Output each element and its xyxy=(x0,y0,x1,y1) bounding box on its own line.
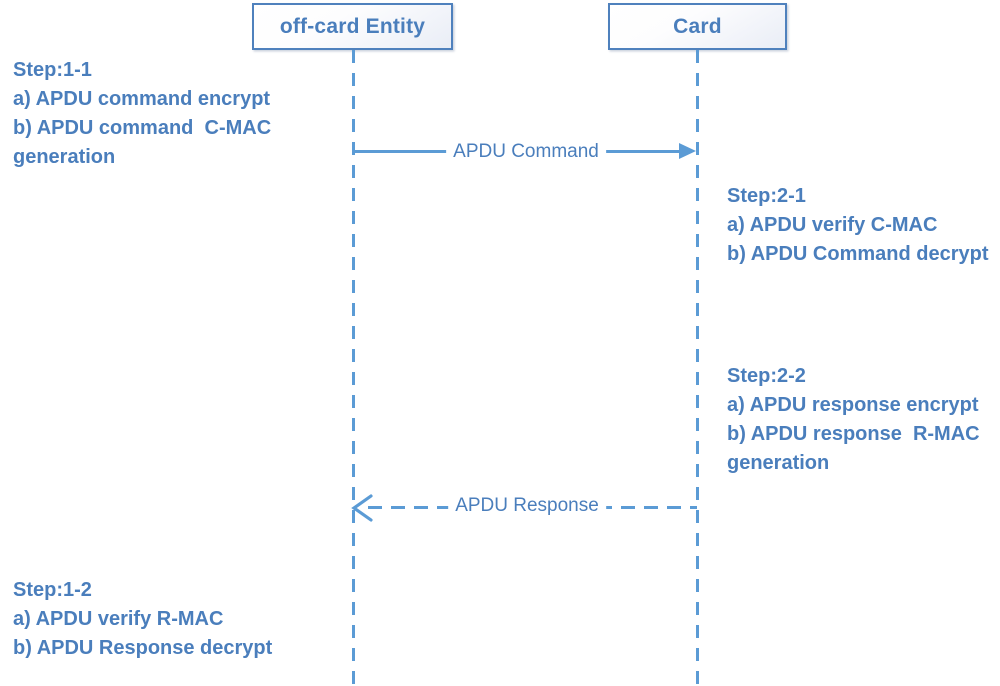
message-label-apdu-response: APDU Response xyxy=(448,494,606,519)
note-line: a) APDU verify R-MAC xyxy=(13,608,224,630)
note-line: generation xyxy=(13,146,116,168)
note-heading: Step:2-1 xyxy=(727,185,806,207)
lifeline-off-card-entity xyxy=(352,50,355,686)
note-step-1-2: Step:1-2 a) APDU verify R-MAC b) APDU Re… xyxy=(13,576,272,663)
actor-label-card: Card xyxy=(673,14,722,38)
note-heading: Step:2-2 xyxy=(727,365,806,387)
note-step-2-2: Step:2-2 a) APDU response encrypt b) APD… xyxy=(727,362,980,478)
note-heading: Step:1-2 xyxy=(13,579,92,601)
actor-box-card: Card xyxy=(608,3,787,50)
note-line: b) APDU Command decrypt xyxy=(727,243,989,265)
actor-label-off-card-entity: off-card Entity xyxy=(279,14,426,38)
note-line: b) APDU response R-MAC xyxy=(727,423,980,445)
note-line: a) APDU verify C-MAC xyxy=(727,214,938,236)
lifeline-card xyxy=(696,50,699,686)
actor-box-off-card-entity: off-card Entity xyxy=(252,3,453,50)
message-label-apdu-command: APDU Command xyxy=(446,140,606,165)
note-step-1-1: Step:1-1 a) APDU command encrypt b) APDU… xyxy=(13,56,271,172)
note-line: b) APDU Response decrypt xyxy=(13,637,273,659)
note-step-2-1: Step:2-1 a) APDU verify C-MAC b) APDU Co… xyxy=(727,182,989,269)
note-line: a) APDU command encrypt xyxy=(13,88,271,110)
note-line: a) APDU response encrypt xyxy=(727,394,979,416)
note-line: b) APDU command C-MAC xyxy=(13,117,272,139)
arrowhead-left-open-icon xyxy=(351,494,373,522)
note-line: generation xyxy=(727,452,830,474)
note-heading: Step:1-1 xyxy=(13,59,92,81)
arrowhead-right-icon xyxy=(679,143,696,159)
